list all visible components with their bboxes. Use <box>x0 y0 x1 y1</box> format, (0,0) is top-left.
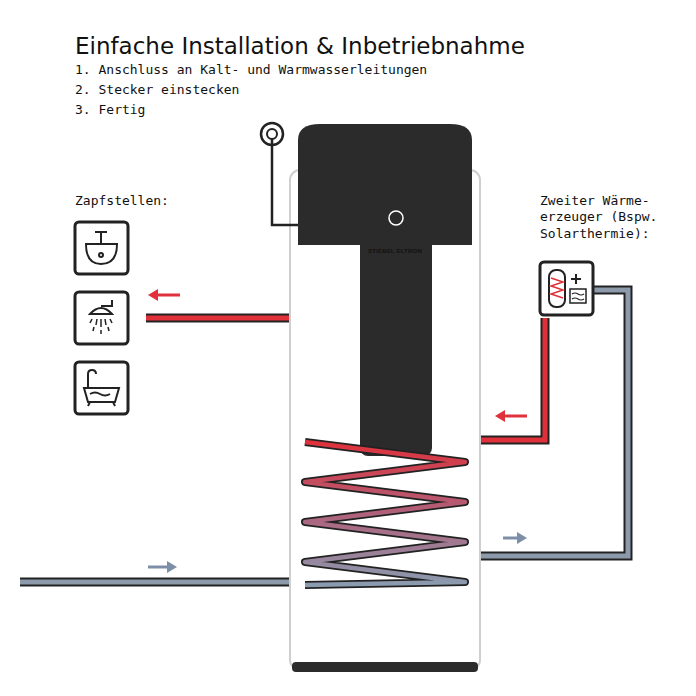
flow-arrows <box>148 289 527 573</box>
air-sensor <box>261 123 298 225</box>
step-text: 1. Anschluss an Kalt- und Warmwasserleit… <box>75 62 427 78</box>
heat-exchanger-coil <box>305 442 465 585</box>
coil-outline <box>305 442 465 585</box>
solar-return-pipe <box>472 290 628 556</box>
title: Einfache Installation & Inbetriebnahme <box>75 32 525 61</box>
shower-symbol <box>90 300 112 334</box>
tap-icons <box>75 222 128 414</box>
display-button <box>389 211 403 225</box>
cold-pipe <box>20 582 298 583</box>
section-label: Zapfstellen: <box>75 193 169 209</box>
step-text: 2. Stecker einstecken <box>75 82 239 98</box>
front-panel <box>360 190 432 456</box>
hot-pipe <box>146 318 298 319</box>
tank-foot <box>292 662 478 672</box>
step-text: 3. Fertig <box>75 102 145 118</box>
brand-logo: STIEBEL ELTRON <box>368 248 422 256</box>
solar-supply-pipe <box>472 318 545 440</box>
bath-symbol <box>84 370 119 406</box>
section-label: Zweiter Wärme- erzeuger (Bspw. Solarther… <box>540 193 664 242</box>
sink-symbol <box>86 232 117 264</box>
solar-thermal-icon <box>540 262 593 315</box>
